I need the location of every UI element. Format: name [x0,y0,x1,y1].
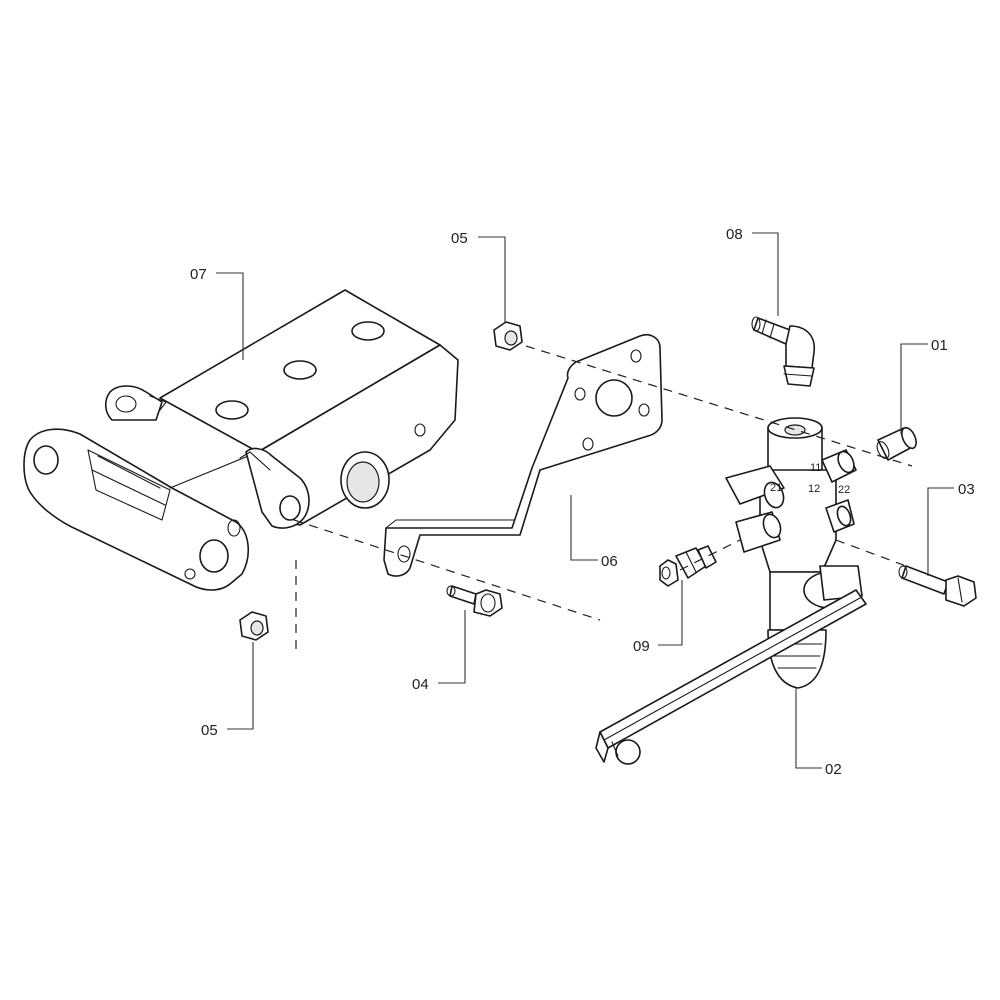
port-label-12: 12 [808,483,820,495]
callout-02: 02 [825,761,842,778]
part-07-mounting-bracket [23,289,459,591]
port-label-22: 22 [838,484,850,496]
part-02-levelling-valve: 11 12 21 22 [595,417,867,765]
part-08-elbow-fitting [751,316,815,387]
callout-06: 06 [601,553,618,570]
part-06-mounting-plate [383,333,663,577]
port-label-11: 11 [810,462,821,474]
part-01-plug [876,426,917,461]
callout-05-top: 05 [451,230,468,247]
callout-08: 08 [726,226,743,243]
callout-labels: 07 05 08 01 03 06 09 04 05 02 [190,226,975,778]
part-05-nut-top [493,321,523,351]
callout-09: 09 [633,638,650,655]
port-label-21: 21 [770,482,782,494]
callout-07: 07 [190,266,207,283]
part-04-flange-bolt [446,585,503,617]
callout-03: 03 [958,481,975,498]
callout-04: 04 [412,676,429,693]
callout-01: 01 [931,337,948,354]
callout-05-bottom: 05 [201,722,218,739]
part-05-nut-bottom [239,611,269,641]
part-09-fitting [659,545,717,587]
callout-leaders [216,232,954,769]
assembly-centerlines [293,345,913,652]
part-03-bolt [898,565,977,607]
